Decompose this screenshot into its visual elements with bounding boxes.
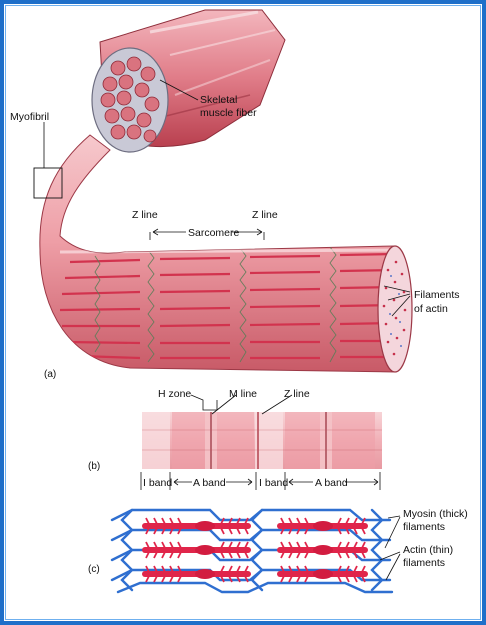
panel-a-label: (a) [44, 369, 56, 380]
skeletal-fiber-label-1: Skeletal [200, 94, 237, 106]
leader-lines-b [140, 394, 381, 490]
a-band-label-left: A band [193, 477, 226, 489]
actin-label-2: filaments [403, 557, 445, 569]
myofibril-tube [39, 134, 413, 373]
actin-label-1: Actin (thin) [403, 544, 453, 556]
filaments-actin-label-1: Filaments [414, 289, 460, 301]
myofibril-box [33, 167, 63, 199]
skeletal-fiber-label-2: muscle fiber [200, 107, 257, 119]
myosin-label-1: Myosin (thick) [403, 508, 468, 520]
leader-lines-c [379, 515, 401, 581]
leader-lines-a [43, 79, 411, 317]
panel-c-label: (c) [88, 564, 100, 575]
myosin-label-2: filaments [403, 521, 445, 533]
skeletal-muscle-bundle [91, 9, 286, 153]
sarcomere-band-diagram [142, 412, 382, 469]
sarcomere-label: Sarcomere [188, 227, 240, 239]
z-line-label-right: Z line [252, 209, 278, 221]
myofibril-label: Myofibril [10, 111, 49, 123]
m-line-label: M line [229, 388, 257, 400]
h-zone-label: H zone [158, 388, 191, 400]
i-band-label-left: I band [143, 477, 172, 489]
z-line-label-left: Z line [132, 209, 158, 221]
i-band-label-mid: I band [259, 477, 288, 489]
filament-arrangement [110, 508, 394, 594]
panel-b-label: (b) [88, 461, 100, 472]
filaments-actin-label-2: of actin [414, 303, 448, 315]
a-band-label-right: A band [315, 477, 348, 489]
z-line-label-b: Z line [284, 388, 310, 400]
